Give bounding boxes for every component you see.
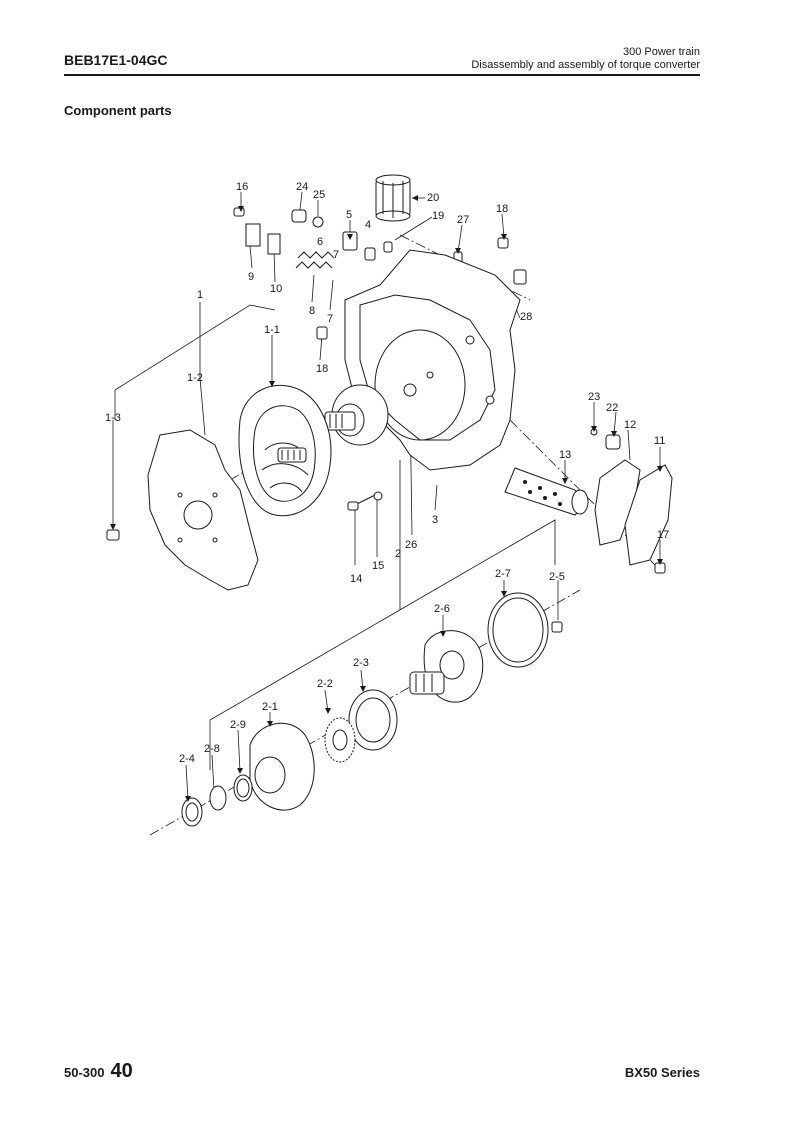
part-label: 18 xyxy=(316,363,328,375)
part-label: 1-1 xyxy=(264,324,280,336)
part-label: 27 xyxy=(457,214,469,226)
part-label: 2-4 xyxy=(179,753,195,765)
part-label: 11 xyxy=(654,435,665,447)
oil-pump-assembly xyxy=(181,592,563,827)
leader-lines xyxy=(112,191,661,801)
document-code: BEB17E1-04GC xyxy=(64,52,168,68)
section-subtitle: Disassembly and assembly of torque conve… xyxy=(471,59,700,71)
part-label: 19 xyxy=(432,210,444,222)
header-rule xyxy=(64,74,700,76)
part-label: 2-9 xyxy=(230,719,246,731)
part-label: 10 xyxy=(270,283,282,295)
flex-plate xyxy=(147,429,259,591)
part-label: 12 xyxy=(624,419,636,431)
stator-support xyxy=(324,383,417,446)
part-label: 24 xyxy=(296,181,308,193)
page-number-block: 50-300 40 xyxy=(64,1060,133,1083)
page-number: 40 xyxy=(110,1060,133,1082)
oil-filter xyxy=(375,174,411,222)
part-label: 1 xyxy=(197,289,203,301)
part-label: 18 xyxy=(496,203,508,215)
page-prefix: 50-300 xyxy=(64,1065,105,1080)
part-label: 7 xyxy=(327,313,333,325)
cover-and-gasket xyxy=(590,428,673,566)
header-right: 300 Power train Disassembly and assembly… xyxy=(471,46,700,72)
part-label: 2-1 xyxy=(262,701,278,713)
part-label: 23 xyxy=(588,391,600,403)
part-label: 6 xyxy=(317,236,323,248)
part-label: 13 xyxy=(559,449,571,461)
part-label: 2-6 xyxy=(434,603,450,615)
part-label: 15 xyxy=(372,560,384,572)
part-label: 3 xyxy=(432,514,438,526)
part-label: 2-2 xyxy=(317,678,333,690)
part-label: 1-3 xyxy=(105,412,121,424)
part-label: 26 xyxy=(405,539,417,551)
part-label: 14 xyxy=(350,573,362,585)
transmission-housing xyxy=(344,249,521,471)
part-label: 7 xyxy=(333,249,339,261)
section-title: Component parts xyxy=(64,103,172,118)
part-label: 2-7 xyxy=(495,568,511,580)
valve-springs xyxy=(245,223,335,269)
part-label: 28 xyxy=(520,311,532,323)
part-label: 2-8 xyxy=(204,743,220,755)
part-label: 2-3 xyxy=(353,657,369,669)
part-label: 5 xyxy=(346,209,352,221)
part-label: 25 xyxy=(313,189,325,201)
part-label: 20 xyxy=(427,192,439,204)
part-label: 4 xyxy=(365,219,371,231)
torque-converter xyxy=(238,385,332,517)
arrowheads xyxy=(110,195,663,802)
part-label: 8 xyxy=(309,305,315,317)
small-fittings xyxy=(233,207,527,340)
part-label: 16 xyxy=(236,181,248,193)
part-label: 22 xyxy=(606,402,618,414)
part-label: 17 xyxy=(657,529,669,541)
series-name: BX50 Series xyxy=(624,1065,700,1080)
strainer xyxy=(504,467,589,516)
group-brackets xyxy=(114,302,556,770)
part-label: 2-5 xyxy=(549,571,565,583)
section-name: 300 Power train xyxy=(622,46,700,58)
part-label: 2 xyxy=(395,548,401,560)
part-label: 1-2 xyxy=(187,372,203,384)
part-label: 9 xyxy=(248,271,254,283)
